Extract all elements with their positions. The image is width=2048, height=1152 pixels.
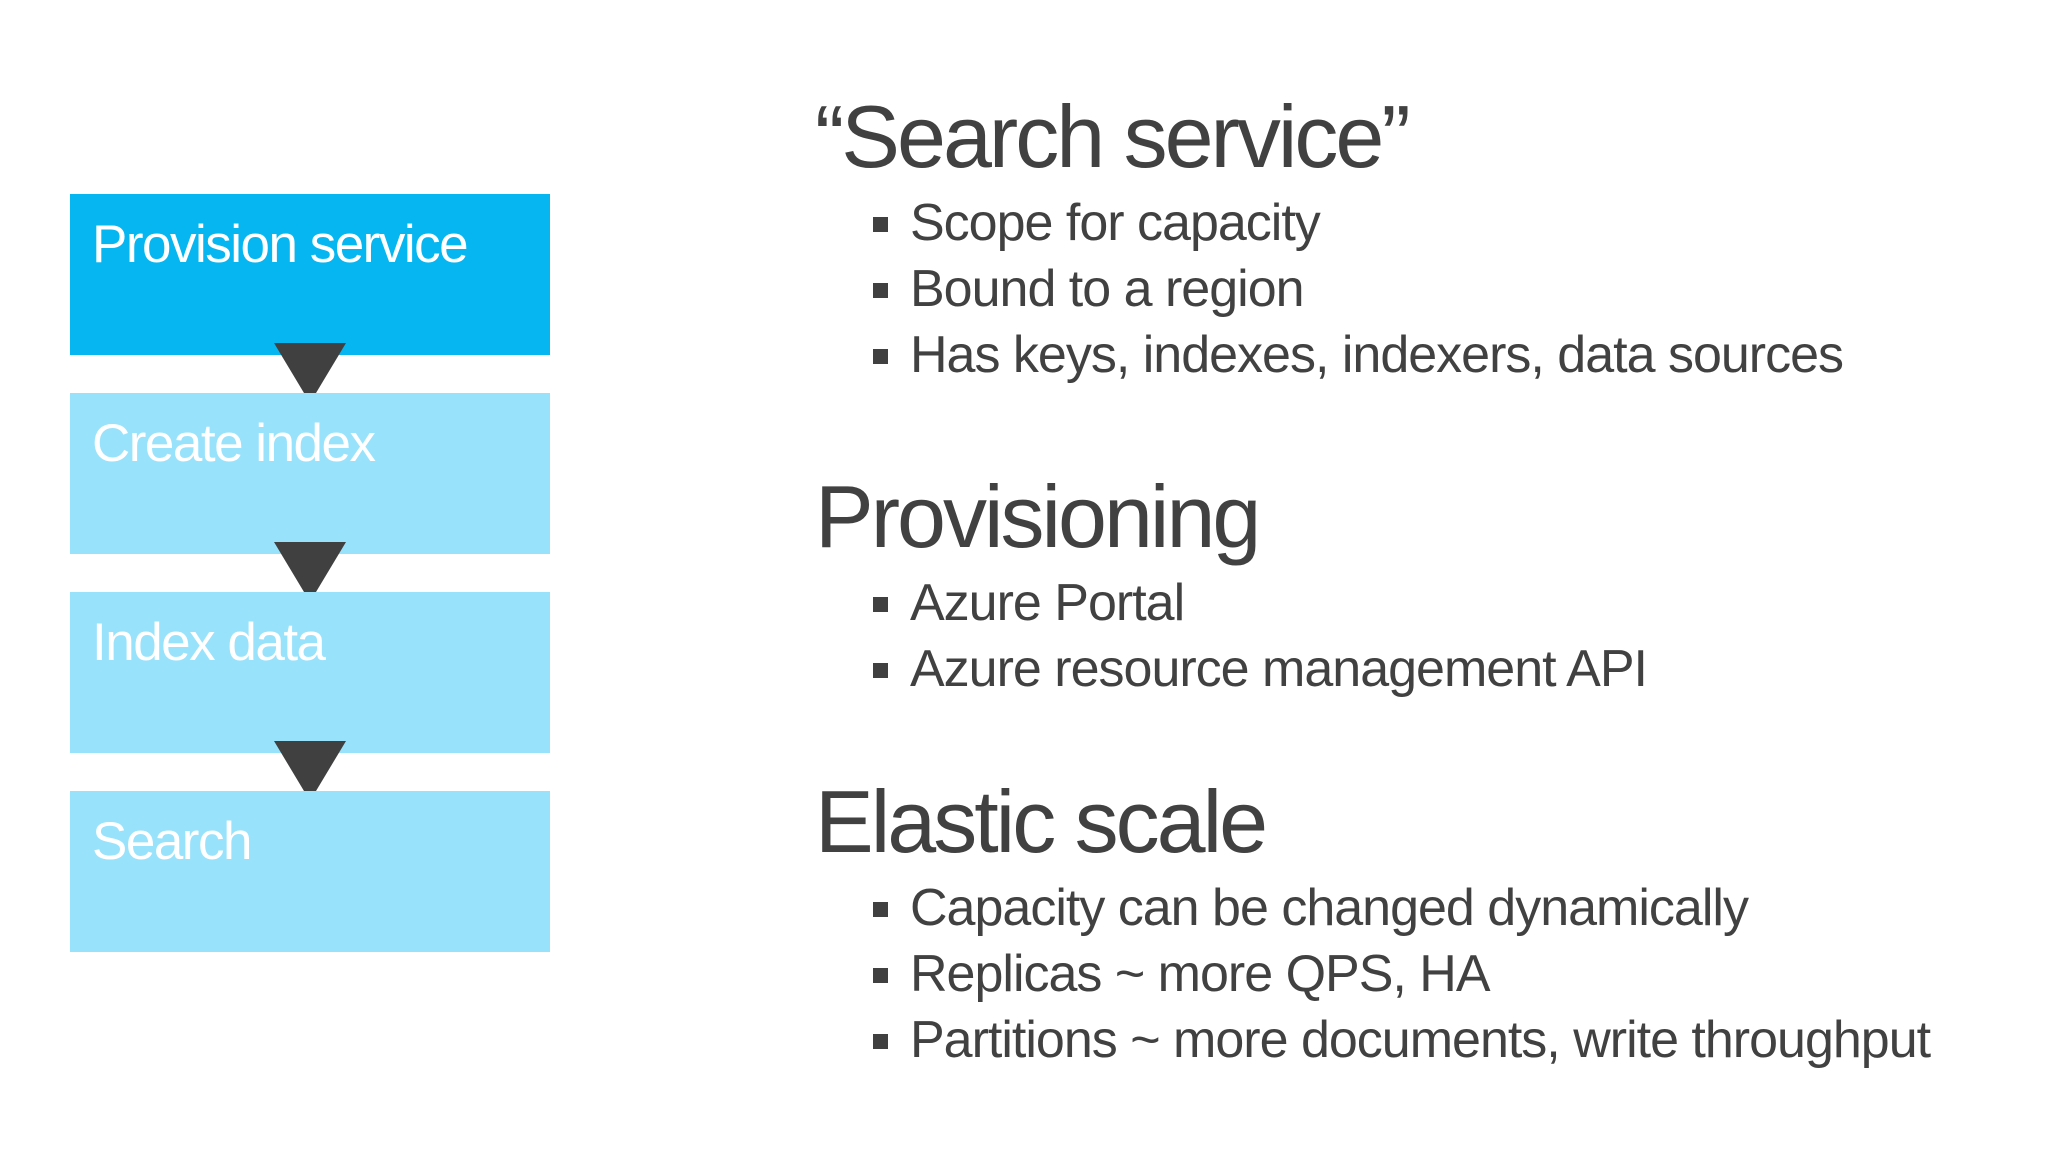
bullet-square-icon [873,597,888,612]
bullet-square-icon [873,663,888,678]
bullet-item: Azure resource management API [873,636,1648,702]
bullet-list-search-service: Scope for capacity Bound to a region Has… [873,190,1844,388]
section-title-provisioning: Provisioning [815,467,1261,566]
bullet-text: Azure resource management API [910,640,1648,698]
flow-diagram: Provision service Create index Index dat… [0,0,620,1152]
bullet-square-icon [873,1034,888,1049]
bullet-item: Capacity can be changed dynamically [873,875,1930,941]
bullet-list-provisioning: Azure Portal Azure resource management A… [873,570,1648,702]
bullet-square-icon [873,349,888,364]
flow-step-label: Create index [92,414,376,473]
bullet-list-elastic-scale: Capacity can be changed dynamically Repl… [873,875,1931,1073]
bullet-text: Has keys, indexes, indexers, data source… [910,326,1844,384]
bullet-item: Scope for capacity [873,190,1843,256]
bullet-text: Azure Portal [910,574,1185,632]
bullet-text: Bound to a region [910,260,1305,318]
bullet-text: Scope for capacity [910,194,1321,252]
bullet-square-icon [873,902,888,917]
flow-step-label: Provision service [92,215,469,274]
bullet-square-icon [873,283,888,298]
flow-step-label: Search [92,812,252,871]
flow-step-index-data: Index data [70,592,550,753]
bullet-item: Azure Portal [873,570,1647,636]
flow-step-create-index: Create index [70,393,550,554]
flow-step-provision-service: Provision service [70,194,550,355]
bullet-text: Capacity can be changed dynamically [910,879,1749,937]
bullet-square-icon [873,968,888,983]
bullet-text: Replicas ~ more QPS, HA [910,945,1491,1003]
section-title-elastic-scale: Elastic scale [815,772,1268,871]
section-title-search-service: “Search service” [815,87,1411,186]
bullet-item: Partitions ~ more documents, write throu… [873,1007,1931,1073]
bullet-item: Has keys, indexes, indexers, data source… [873,322,1844,388]
bullet-square-icon [873,217,888,232]
bullet-item: Replicas ~ more QPS, HA [873,941,1930,1007]
bullet-text: Partitions ~ more documents, write throu… [910,1011,1931,1069]
bullet-item: Bound to a region [873,256,1843,322]
flow-step-label: Index data [92,613,326,672]
flow-step-search: Search [70,791,550,952]
